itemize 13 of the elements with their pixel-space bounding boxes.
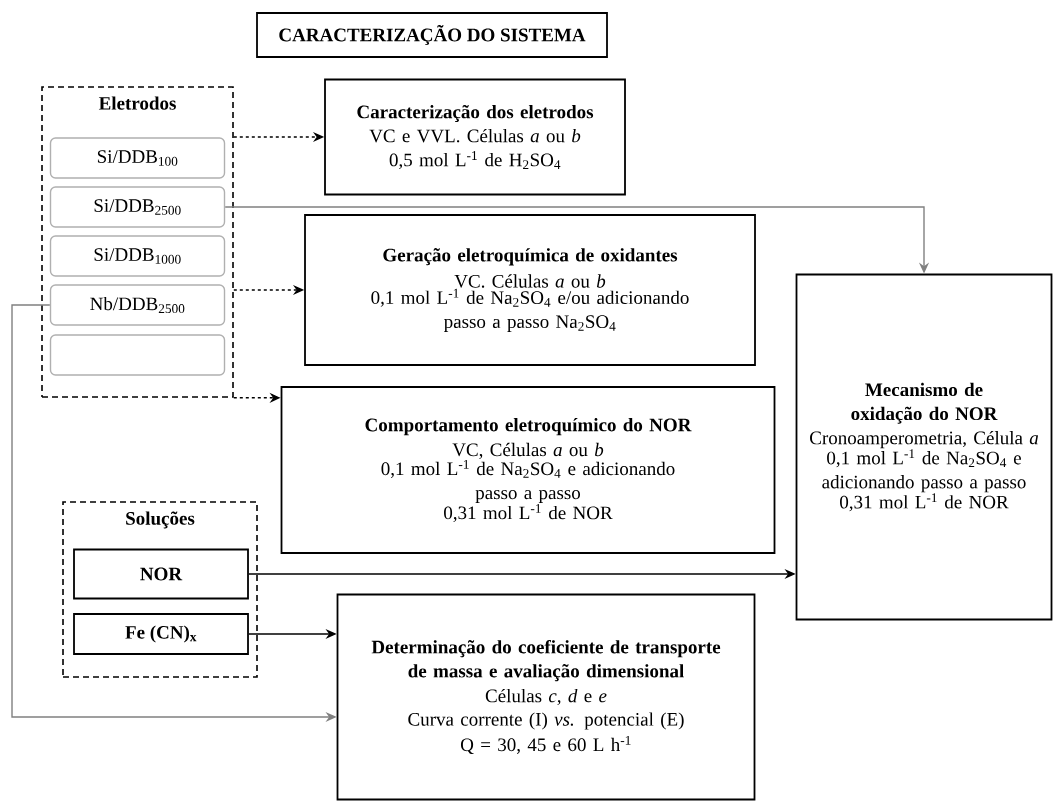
electrode-box: Nb/DDB$_{2500}$	[49, 284, 226, 326]
electrode-box	[49, 334, 226, 376]
solution-box: Fe (CN)$_{x}$	[73, 613, 249, 655]
process-box: Comportamento eletroquímico do NOR VC, Células a ou b 0,1 mol L$^{-1}$ de Na$_{2}$SO$_{4}$ e adicionando passo a passo 0,31 mol L$^{-1}$ de NOR	[280, 386, 776, 554]
electrode-box: Si/DDB$_{1000}$	[49, 235, 226, 277]
electrode-box: Si/DDB$_{100}$	[49, 137, 226, 179]
electrode-box: Si/DDB$_{2500}$	[49, 186, 226, 228]
title-box: CARACTERIZAÇÃO DO SISTEMA	[256, 12, 608, 58]
process-box: Caracterização dos eletrodos VC e VVL. Células a ou b 0,5 mol L$^{-1}$ de H$_{2}$SO$_{4}$	[324, 78, 626, 196]
process-box: Geração eletroquímica de oxidantes VC. Células a ou b 0,1 mol L$^{-1}$ de Na$_{2}$SO$_{4}$ e/ou adicionando passo a passo Na$_{2}$SO$_{4}$	[304, 214, 756, 366]
process-box: Determinação do coeficiente de transporte de massa e avaliação dimensional Células c, d e e Curva corrente (I) vs. potencial (E) Q = 30, 45 e 60 L h$^{-1}$	[336, 593, 756, 801]
solution-box: NOR	[73, 548, 249, 600]
process-box: Mecanismo de oxidação do NOR Cronoamperometria, Célula a 0,1 mol L$^{-1}$ de Na$_{2}$SO$_{4}$ e adicionando passo a passo 0,31 mol L$^{-1}$ de NOR	[795, 273, 1053, 621]
